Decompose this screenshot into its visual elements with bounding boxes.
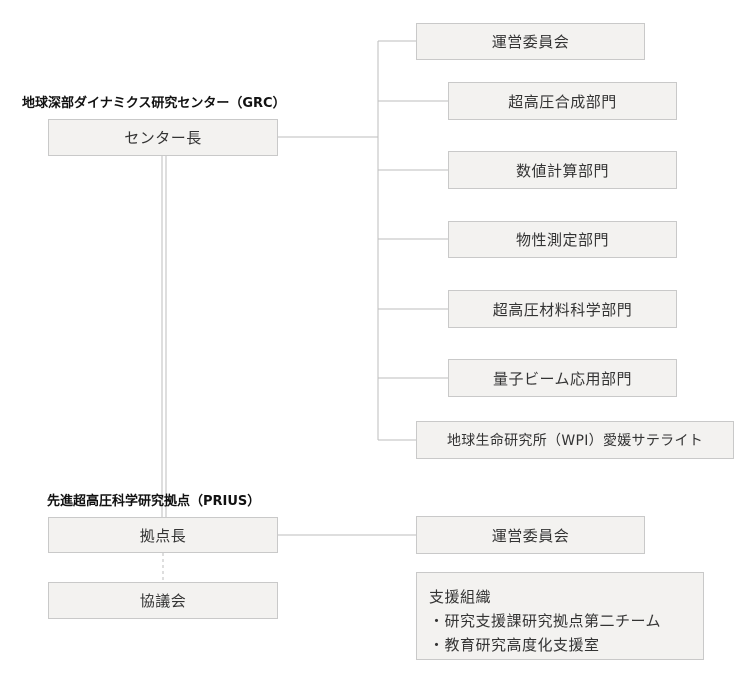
prius-committee-box: 運営委員会 [416, 516, 645, 554]
support-item-0: ・研究支援課研究拠点第二チーム [429, 612, 662, 630]
prius-council-box: 協議会 [48, 582, 278, 619]
grc-unit-2: 数値計算部門 [448, 151, 677, 189]
grc-unit-0: 運営委員会 [416, 23, 645, 60]
support-item-1: ・教育研究高度化支援室 [429, 636, 600, 654]
grc-unit-1: 超高圧合成部門 [448, 82, 677, 120]
grc-title: 地球深部ダイナミクス研究センター（GRC） [22, 96, 286, 111]
grc-unit-6: 地球生命研究所（WPI）愛媛サテライト [416, 421, 734, 459]
grc-head-box: センター長 [48, 119, 278, 156]
prius-support-box: 支援組織 ・研究支援課研究拠点第二チーム ・教育研究高度化支援室 [416, 572, 704, 660]
grc-unit-5: 量子ビーム応用部門 [448, 359, 677, 397]
support-heading: 支援組織 [429, 588, 492, 606]
grc-unit-4: 超高圧材料科学部門 [448, 290, 677, 328]
grc-unit-3: 物性測定部門 [448, 221, 677, 258]
prius-head-box: 拠点長 [48, 517, 278, 553]
prius-title: 先進超高圧科学研究拠点（PRIUS） [47, 494, 261, 509]
